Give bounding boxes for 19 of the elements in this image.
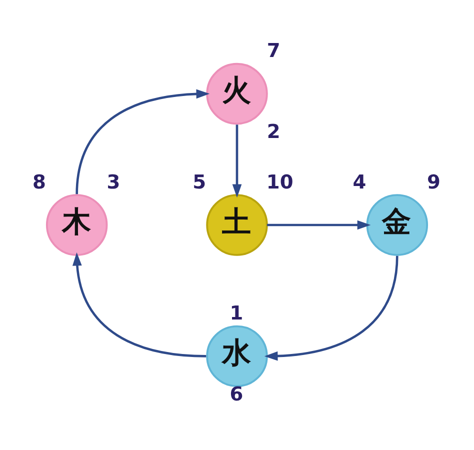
node-label: 8 bbox=[32, 170, 46, 194]
node-label: 3 bbox=[106, 170, 120, 194]
node-circle: 金 bbox=[366, 194, 428, 256]
node-label: 7 bbox=[266, 39, 280, 62]
node-circle: 水 bbox=[206, 325, 268, 388]
node-circle: 木 bbox=[46, 194, 108, 256]
node-circle: 火 bbox=[206, 62, 268, 125]
arrow bbox=[264, 256, 398, 361]
node-label: 4 bbox=[352, 170, 366, 194]
arrow bbox=[232, 124, 242, 198]
arrow bbox=[76, 89, 210, 194]
node-label: 5 bbox=[192, 170, 206, 194]
node-label: 10 bbox=[266, 170, 294, 194]
node-label: 2 bbox=[266, 120, 280, 144]
arrow bbox=[72, 252, 206, 358]
arrow bbox=[267, 220, 371, 230]
node-label: 1 bbox=[230, 302, 244, 325]
node-circle: 土 bbox=[206, 194, 268, 256]
node-label: 9 bbox=[427, 170, 440, 194]
